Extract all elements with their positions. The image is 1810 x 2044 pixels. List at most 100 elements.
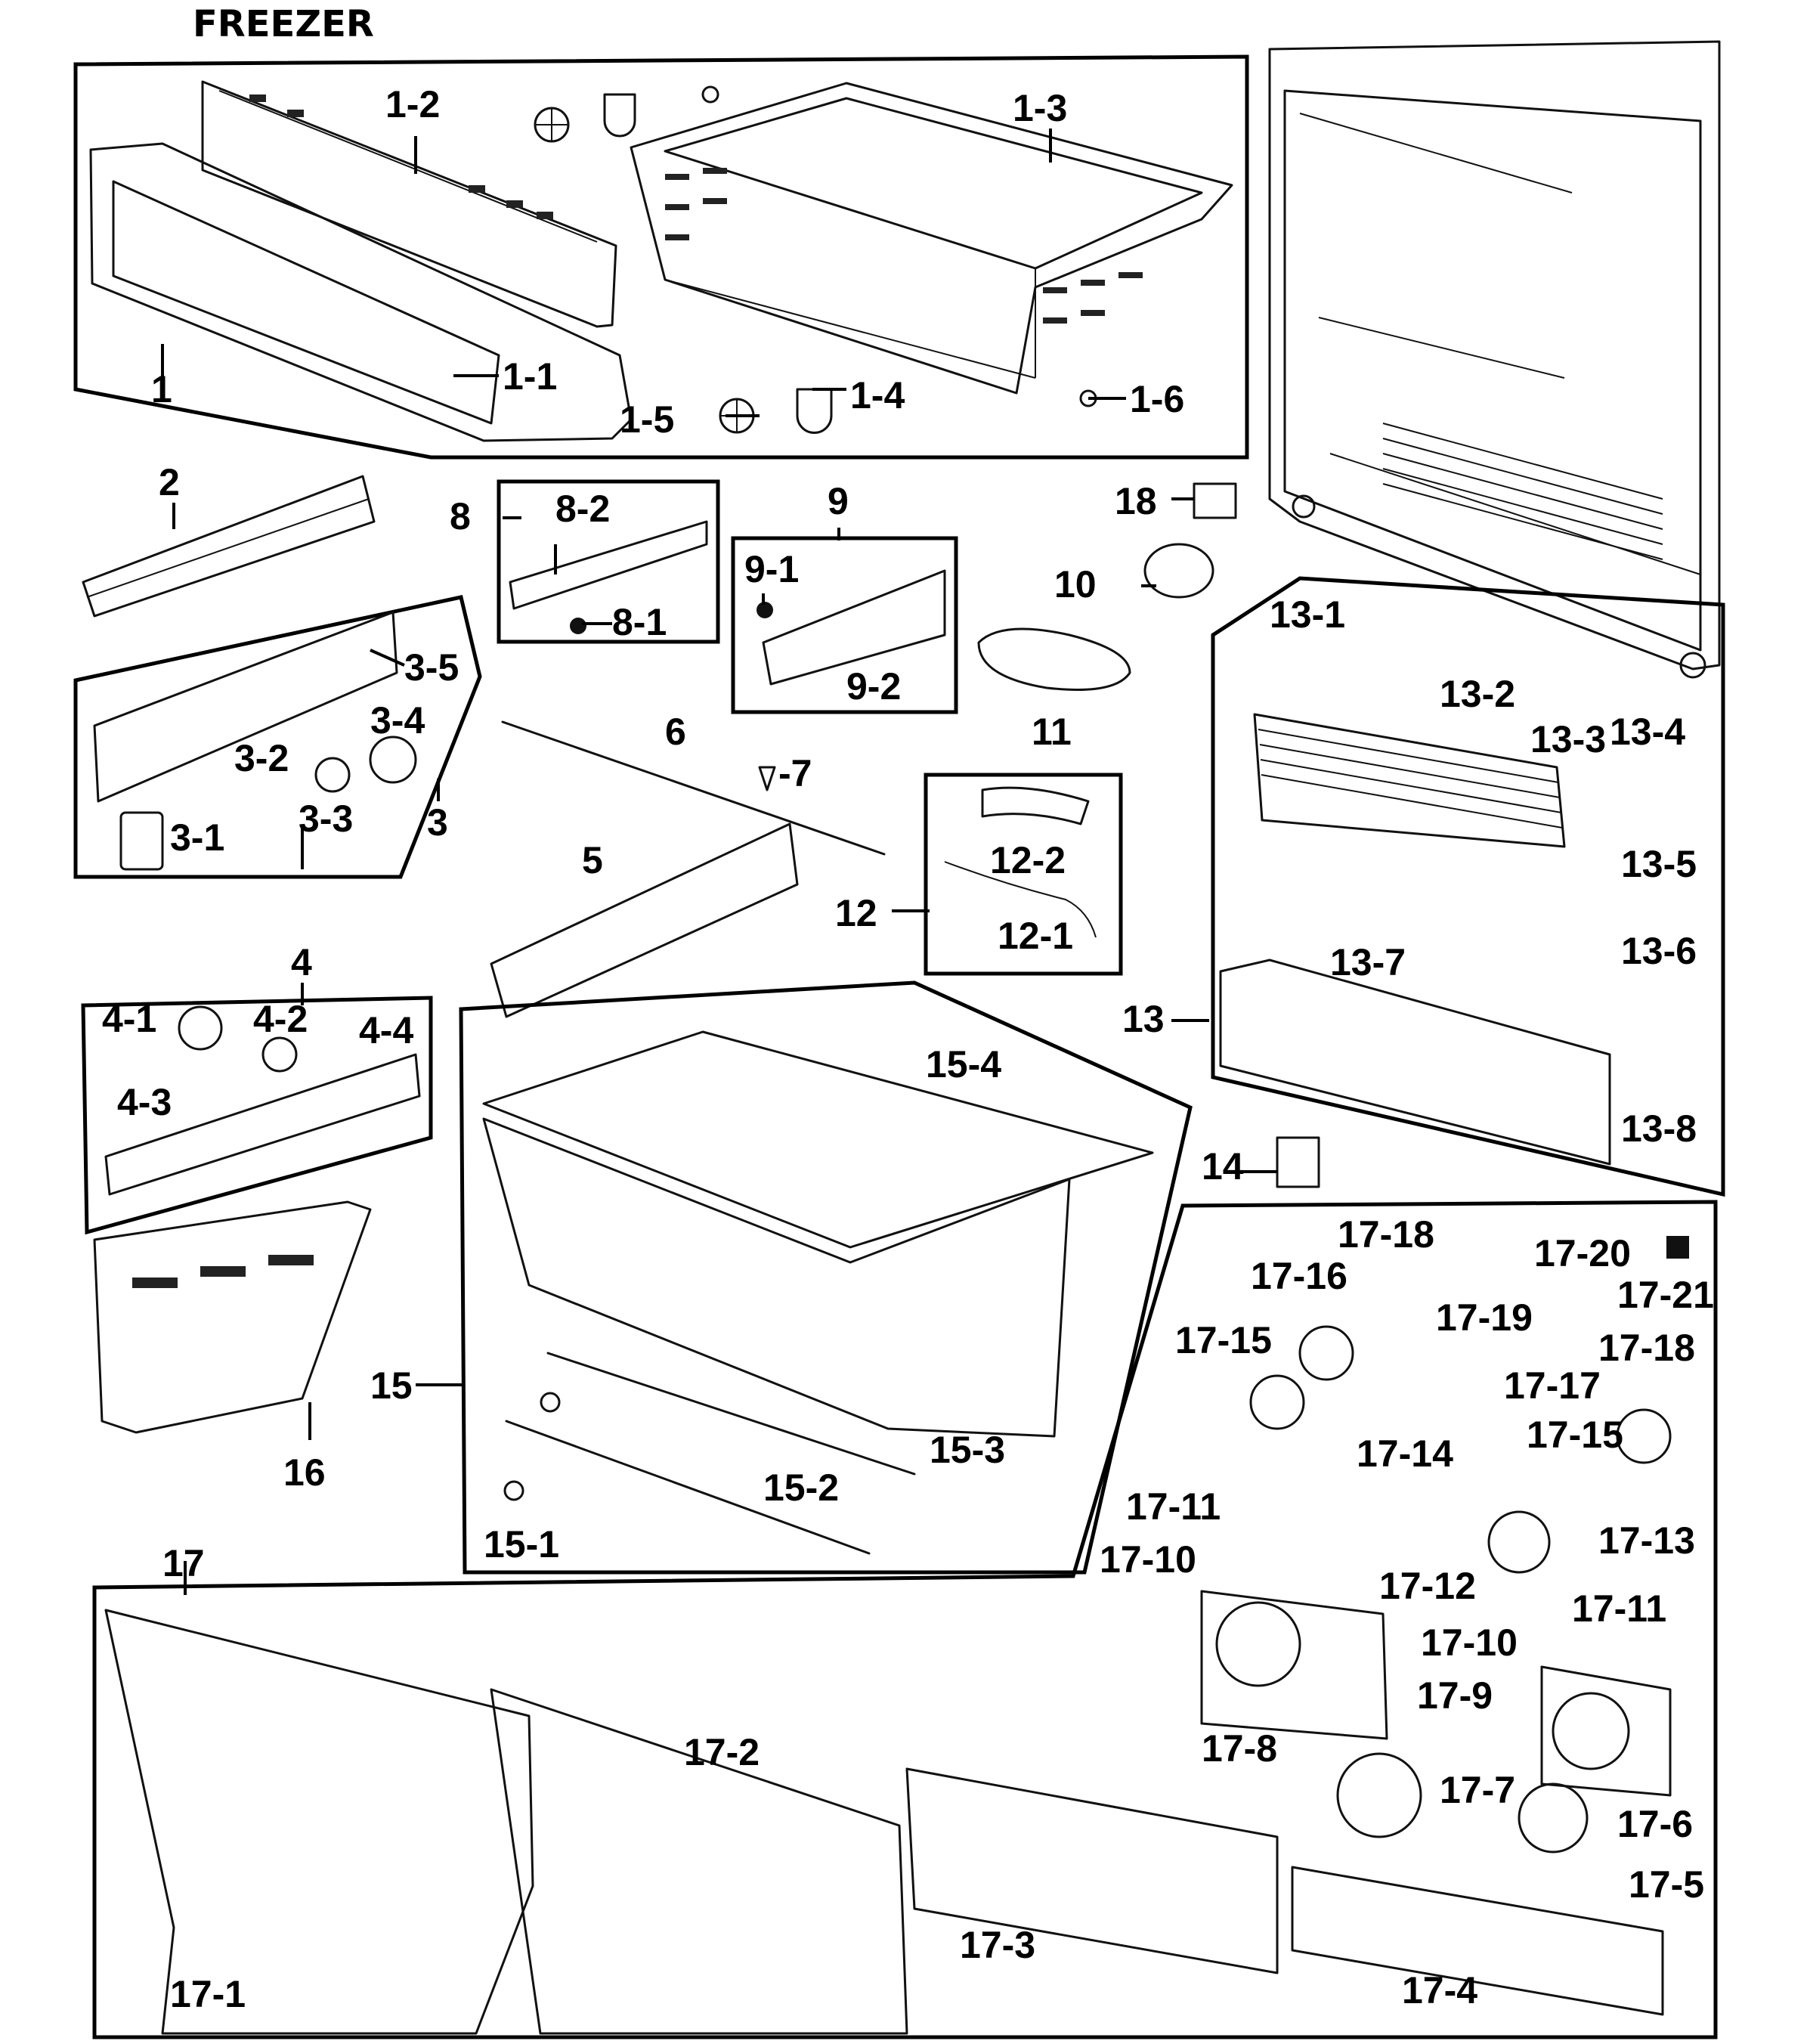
callout-17-12: 17-12	[1379, 1565, 1476, 1607]
plate-17-3	[905, 1767, 1279, 1974]
fan-bracket-17-9	[1540, 1665, 1672, 1797]
callout-17: 17	[162, 1542, 205, 1584]
callout-17-17: 17-17	[1504, 1364, 1601, 1407]
callout-4-2: 4-2	[253, 998, 308, 1040]
callout-17-16: 17-16	[1251, 1255, 1347, 1297]
diagram-title: FREEZER	[193, 3, 374, 45]
callout-17-11-b: 17-11	[1572, 1587, 1666, 1630]
group-8-frame	[497, 479, 720, 644]
group-3-frame	[73, 595, 482, 879]
callout-4: 4	[291, 941, 312, 983]
group-13-frame	[1211, 576, 1725, 1197]
callout-1: 1	[151, 368, 172, 410]
callout-17-18-b: 17-18	[1598, 1327, 1695, 1369]
callout-5: 5	[582, 839, 603, 881]
callout-3-1: 3-1	[170, 816, 224, 859]
part-17-21-block	[1666, 1236, 1689, 1259]
leader-lines	[161, 129, 1277, 1595]
large-gear	[178, 1005, 223, 1051]
cover-17-1	[104, 1609, 534, 2035]
fan-bracket-17-8	[1200, 1590, 1388, 1740]
callout-17-1: 17-1	[170, 1973, 246, 2015]
coil-fins	[1258, 729, 1563, 828]
clip-icon	[603, 93, 636, 138]
part-2-rail	[82, 475, 376, 618]
callout-3-3: 3-3	[299, 797, 353, 840]
group-8-bracket	[497, 479, 720, 644]
callout-4-4: 4-4	[359, 1009, 413, 1051]
basket-body	[482, 1117, 1071, 1438]
group-15-frame	[459, 980, 1193, 1575]
callout-18: 18	[1115, 480, 1157, 522]
callout-12: 12	[835, 892, 877, 934]
small-gear	[261, 1036, 298, 1073]
callout-17-21: 17-21	[1617, 1274, 1714, 1316]
callout-9: 9	[828, 480, 849, 522]
screw-icon	[701, 85, 719, 104]
group-1-drawer-assembly	[73, 54, 1249, 460]
cabinet-interior	[1283, 89, 1702, 652]
callout-17-11: 17-11	[1126, 1485, 1221, 1528]
freezer-drawer-bin	[630, 82, 1233, 395]
drain-pan	[1219, 959, 1611, 1166]
callout-14: 14	[1202, 1145, 1244, 1188]
callout-3: 3	[427, 801, 448, 844]
motor-17-17	[1616, 1408, 1672, 1464]
screw-icon	[540, 1392, 561, 1413]
holder-frame	[762, 569, 946, 686]
large-gear	[369, 736, 417, 784]
small-cap	[119, 811, 164, 871]
basket-rim	[482, 1030, 1154, 1249]
panel-17-2	[490, 1688, 908, 2035]
callout-12-2: 12-2	[990, 839, 1066, 881]
callout-15-2: 15-2	[763, 1466, 839, 1509]
callout-1-1: 1-1	[503, 355, 557, 398]
fastener	[570, 618, 586, 634]
rail-body	[82, 475, 376, 618]
plate-17-4	[1291, 1866, 1664, 2016]
screw-7-icon	[758, 766, 776, 791]
evaporator-coil	[1253, 713, 1566, 848]
sensor-wire	[944, 861, 1097, 938]
part-14-block	[1276, 1136, 1320, 1188]
group-17-cover-fan-assembly	[92, 1200, 1718, 2039]
lamp-bulb	[1143, 543, 1214, 599]
group-4-rail-assembly	[81, 996, 433, 1235]
callout-9-1: 9-1	[744, 548, 799, 590]
drawer-top-frame	[201, 80, 617, 328]
fan-blade-17-7	[1336, 1752, 1422, 1838]
callout-15-1: 15-1	[484, 1523, 559, 1566]
callout-15: 15	[370, 1364, 413, 1407]
callout-4-1: 4-1	[102, 998, 156, 1040]
lamp-cover	[977, 627, 1131, 691]
callout-17-15: 17-15	[1175, 1319, 1272, 1361]
callout-13-7: 13-7	[1330, 941, 1406, 983]
fastener	[756, 602, 773, 618]
callout-17-7: 17-7	[1440, 1769, 1515, 1811]
callout-1-2: 1-2	[385, 83, 440, 125]
motor-housing	[1249, 1374, 1305, 1430]
callout-17-19: 17-19	[1436, 1296, 1533, 1339]
callout-7: -7	[778, 752, 812, 794]
callout-13-5: 13-5	[1621, 843, 1697, 885]
fan-ring	[1215, 1601, 1301, 1687]
cabinet-outline	[1268, 40, 1721, 670]
group-3-cover-assembly	[73, 595, 482, 879]
callout-4-3: 4-3	[117, 1081, 172, 1123]
callout-12-1: 12-1	[998, 915, 1073, 957]
part-16-guard	[93, 1200, 372, 1434]
callout-3-5: 3-5	[404, 646, 459, 689]
callout-8-2: 8-2	[555, 488, 610, 530]
callout-13-8: 13-8	[1621, 1107, 1697, 1150]
rod-6	[501, 720, 886, 856]
callout-13-4: 13-4	[1610, 711, 1685, 753]
callout-1-4: 1-4	[850, 374, 905, 417]
group-15-basket	[459, 980, 1193, 1575]
callout-17-15-b: 17-15	[1527, 1414, 1623, 1456]
drawer-front-window	[112, 180, 500, 425]
fan-blade-17-6	[1518, 1782, 1589, 1854]
callout-17-10-b: 17-10	[1421, 1621, 1518, 1664]
callout-17-14: 17-14	[1357, 1432, 1453, 1475]
motor-17-16	[1298, 1325, 1354, 1381]
